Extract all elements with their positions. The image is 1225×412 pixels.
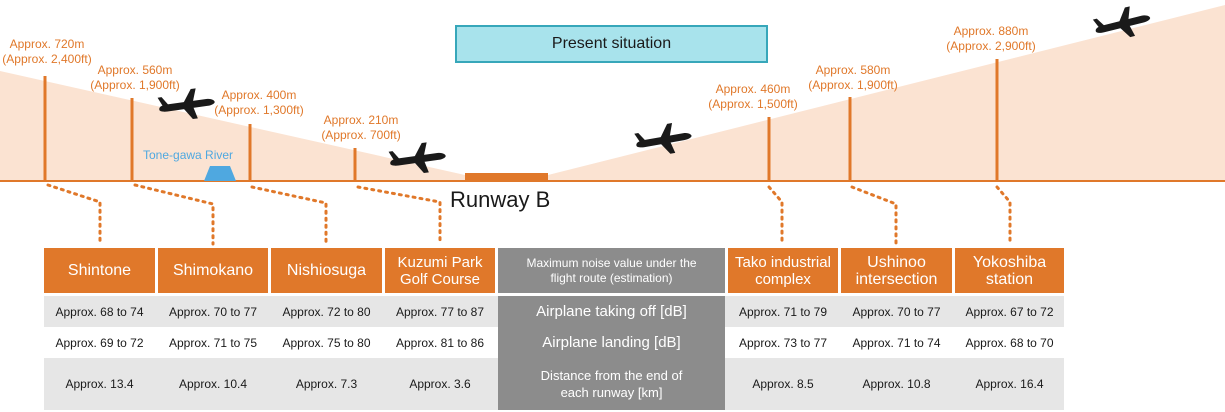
river-label: Tone-gawa River	[143, 148, 234, 162]
airplane-icon	[634, 122, 692, 154]
leader-yokoshiba	[995, 185, 1012, 246]
height-label-kuzumi: Approx. 210m(Approx. 700ft)	[321, 113, 401, 142]
location-header-tako: Tako industrial complex	[728, 248, 838, 293]
flight-corridor-right	[548, 5, 1225, 181]
height-label-nishiosuga: Approx. 400m(Approx. 1,300ft)	[214, 88, 304, 117]
table-cell: Approx. 70 to 77	[852, 304, 941, 319]
height-label-ushinoo: Approx. 580m(Approx. 1,900ft)	[808, 63, 898, 92]
table-cell: Approx. 8.5	[752, 377, 814, 391]
table-cell: Approx. 75 to 80	[282, 335, 371, 350]
table-cell: Approx. 68 to 74	[55, 304, 144, 319]
table-cell: Approx. 69 to 72	[55, 335, 144, 350]
location-header-shimokano: Shimokano	[158, 248, 268, 293]
page-title: Present situation	[455, 25, 768, 63]
height-label-yokoshiba: Approx. 880m(Approx. 2,900ft)	[946, 24, 1036, 53]
center-header: Maximum noise value under the flight rou…	[498, 248, 725, 293]
table-cell: Approx. 72 to 80	[282, 304, 371, 319]
runway-block	[465, 173, 548, 181]
table-cell: Approx. 10.8	[862, 377, 931, 391]
leader-shimokano	[133, 183, 215, 246]
row-label-takeoff: Airplane taking off [dB]	[498, 296, 725, 327]
airplane-icon	[157, 88, 215, 120]
runway-label: Runway B	[450, 187, 551, 212]
table-cell: Approx. 7.3	[295, 377, 358, 391]
table-cell: Approx. 16.4	[975, 377, 1044, 391]
table-cell: Approx. 13.4	[65, 377, 134, 391]
leader-ushinoo	[850, 185, 898, 246]
river-shape	[204, 166, 236, 181]
height-label-shimokano: Approx. 560m(Approx. 1,900ft)	[90, 63, 180, 92]
flight-corridor-left	[0, 71, 465, 181]
table-cell: Approx. 68 to 70	[965, 335, 1054, 350]
table-cell: Approx. 73 to 77	[738, 335, 828, 350]
leader-tako	[767, 185, 784, 246]
table-cell: Approx. 71 to 74	[852, 335, 941, 350]
airplane-icon	[1092, 6, 1151, 38]
height-label-shintone: Approx. 720m(Approx. 2,400ft)	[2, 37, 92, 66]
table-cell: Approx. 77 to 87	[395, 304, 485, 319]
leader-kuzumi	[356, 185, 442, 246]
leader-nishiosuga	[250, 185, 328, 246]
location-header-nishiosuga: Nishiosuga	[271, 248, 382, 293]
table-cell: Approx. 81 to 86	[395, 335, 485, 350]
table-cell: Approx. 67 to 72	[965, 304, 1054, 319]
row-label-landing: Airplane landing [dB]	[498, 327, 725, 358]
table-cell: Approx. 71 to 75	[168, 335, 258, 350]
airplane-icon	[388, 142, 446, 174]
table-cell: Approx. 70 to 77	[168, 304, 258, 319]
height-label-tako: Approx. 460m(Approx. 1,500ft)	[708, 82, 798, 111]
leader-shintone	[46, 183, 102, 246]
table-cell: Approx. 3.6	[409, 377, 471, 391]
table-cell: Approx. 71 to 79	[738, 304, 828, 319]
location-header-ushinoo: Ushinoo intersection	[841, 248, 952, 293]
location-header-yokoshiba: Yokoshiba station	[955, 248, 1064, 293]
location-header-kuzumi: Kuzumi Park Golf Course	[385, 248, 495, 293]
row-label-distance: Distance from the end of each runway [km…	[498, 358, 725, 410]
location-header-shintone: Shintone	[44, 248, 155, 293]
table-cell: Approx. 10.4	[178, 377, 248, 391]
